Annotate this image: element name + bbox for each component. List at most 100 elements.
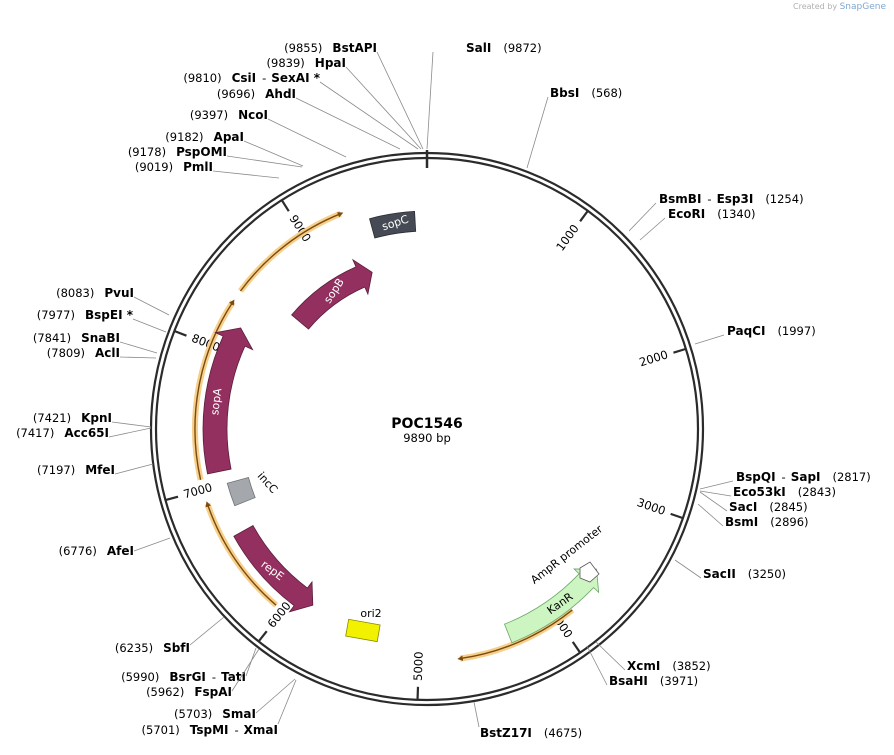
site-ecori-name: EcoRI [668, 207, 705, 221]
site-tspmi-label: (5701)TspMI-XmaI [142, 723, 278, 737]
site-afei-name: AfeI [107, 544, 134, 558]
site-eco53ki-name: Eco53kI [733, 485, 786, 499]
orf-repE [205, 501, 277, 606]
site-tspmi-name2: XmaI [244, 723, 278, 737]
site-ecori-label: EcoRI (1340) [668, 207, 756, 221]
feature-label-sopA: sopA [208, 387, 224, 416]
site-sbfi-name: SbfI [163, 641, 190, 655]
site-mfei-position: (7197) [37, 463, 75, 477]
site-bstapi-leader [376, 51, 424, 150]
site-sali-position: (9872) [503, 41, 541, 55]
site-eco53ki-position: (2843) [798, 485, 836, 499]
site-pvui-position: (8083) [56, 286, 94, 300]
tick-9000 [280, 199, 290, 212]
orf-sopA [194, 299, 235, 480]
site-fspai-name: FspAI [194, 685, 232, 699]
feature-sopA [202, 327, 254, 475]
site-bsmbi-label: BsmBI-Esp3I(1254) [659, 192, 804, 206]
site-tspmi-name: TspMI [190, 723, 229, 737]
site-bsrgi-name: BsrGI [169, 670, 206, 684]
site-kpni-position: (7421) [33, 411, 71, 425]
site-ecori-position: (1340) [717, 207, 755, 221]
site-eco53ki-label: Eco53kI (2843) [733, 485, 836, 499]
tick-2000 [673, 347, 687, 354]
site-pmli-name: PmlI [183, 160, 213, 174]
orf-upper [239, 212, 344, 292]
site-mfei-leader [114, 463, 154, 475]
feature-label-ori2: ori2 [360, 607, 381, 620]
site-hpai-position: (9839) [267, 56, 305, 70]
site-ahdi-name: AhdI [265, 87, 296, 101]
site-apai-name: ApaI [214, 130, 244, 144]
site-apai-leader [243, 140, 304, 167]
site-paqci-label: PaqCI(1997) [727, 324, 816, 338]
site-snabi-name: SnaBI [81, 331, 120, 345]
site-csii-name2: SexAI * [271, 71, 320, 85]
site-sacii-name: SacII [703, 567, 736, 581]
credit-brand: SnapGene [839, 2, 886, 12]
site-bspei-name: BspEI * [85, 308, 134, 322]
site-snabi-leader [119, 341, 158, 354]
site-fspai-label: (5962) FspAI [146, 685, 232, 699]
site-bsrgi-label: (5990)BsrGI-TatI [121, 670, 246, 684]
tick-label-1000: 1000 [553, 222, 582, 254]
site-csii-leader [319, 81, 419, 150]
site-apai-position: (9182) [165, 130, 203, 144]
site-bspqi-dash: - [782, 470, 786, 484]
site-sacii-leader [674, 559, 702, 579]
tick-label-5000: 5000 [411, 651, 426, 681]
site-pmli-leader [212, 170, 280, 179]
site-xcmi-leader [595, 641, 626, 671]
site-ncoi-name: NcoI [238, 108, 268, 122]
site-bsrgi-dash: - [212, 670, 216, 684]
site-xcmi-name: XcmI [627, 659, 660, 673]
site-mfei-name: MfeI [85, 463, 115, 477]
tick-label-7000: 7000 [182, 480, 214, 501]
site-bspqi-position: (2817) [833, 470, 871, 484]
site-bspei-position: (7977) [37, 308, 75, 322]
site-acc65i-name: Acc65I [64, 426, 109, 440]
feature-sopB [291, 258, 373, 330]
site-bbsi-name: BbsI [550, 86, 579, 100]
feature-label-incC: incC [255, 470, 281, 497]
site-acli-position: (7809) [47, 346, 85, 360]
site-bspqi-label: BspQI-SapI(2817) [736, 470, 871, 484]
plasmid-name: POC1546 [391, 416, 462, 432]
site-smai-label: (5703)SmaI [174, 707, 256, 721]
feature-incC [226, 477, 256, 507]
tick-label-2000: 2000 [638, 347, 670, 369]
tick-7000 [165, 495, 179, 502]
site-ncoi-label: (9397) NcoI [190, 108, 268, 122]
site-sbfi-leader [189, 616, 225, 646]
site-saci-leader [699, 491, 728, 512]
site-sacii-position: (3250) [748, 567, 786, 581]
site-saci-label: SacI(2845) [729, 500, 808, 514]
feature-AmpR-promoter [579, 561, 600, 583]
site-paqci-name: PaqCI [727, 324, 765, 338]
site-ahdi-leader [295, 97, 401, 150]
site-kpni-name: KpnI [81, 411, 112, 425]
site-tspmi-position: (5701) [142, 723, 180, 737]
site-pvui-label: (8083) PvuI [56, 286, 134, 300]
site-afei-label: (6776)AfeI [59, 544, 134, 558]
site-pvui-name: PvuI [104, 286, 134, 300]
orf-kanR [457, 609, 573, 661]
feature-sopC [369, 210, 417, 239]
feature-ori2 [345, 618, 381, 643]
site-bsrgi-position: (5990) [121, 670, 159, 684]
site-ecori-leader [639, 217, 666, 241]
site-bstz17i-leader [473, 701, 480, 728]
site-kpni-leader [111, 421, 152, 428]
site-paqci-leader [694, 334, 725, 345]
site-sacii-label: SacII (3250) [703, 567, 786, 581]
site-bspei-label: (7977) BspEI * [37, 308, 134, 322]
tick-8000 [173, 329, 187, 337]
site-csii-name: CsiI [232, 71, 257, 85]
site-bstz17i-name: BstZ17I [480, 726, 532, 740]
site-fspai-position: (5962) [146, 685, 184, 699]
site-ncoi-position: (9397) [190, 108, 228, 122]
site-fspai-leader [231, 648, 260, 692]
site-csii-dash: - [262, 71, 266, 85]
